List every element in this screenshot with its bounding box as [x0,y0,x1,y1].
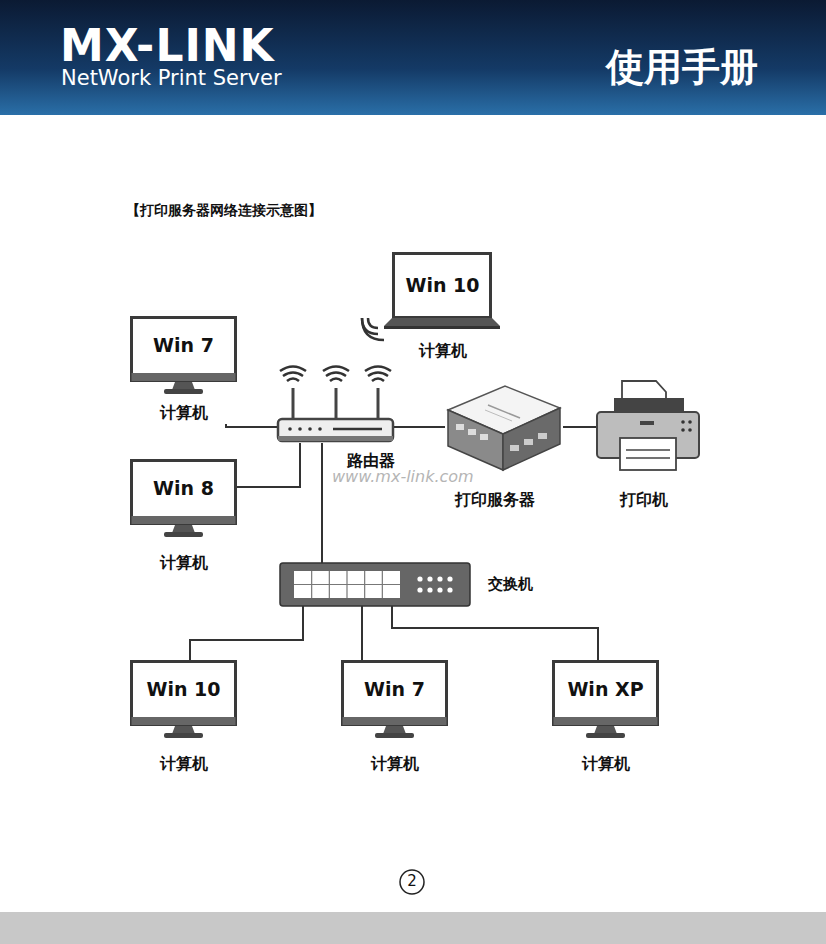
network-cable [563,426,596,428]
computer-node: Win 8 计算机 [130,459,237,574]
monitor-icon [132,318,236,395]
monitor-icon [554,662,658,739]
subtitle-text: NetWork Print Server [61,66,282,90]
screen-text: Win 10 [405,274,479,296]
network-cable [394,426,445,428]
footer-band [0,912,826,944]
logo-text: MX-LINK [60,20,275,71]
header-band [0,0,826,115]
router-node: 路由器 [277,418,394,443]
computer-node: Win 7 计算机 [130,316,237,424]
device-label: 计算机 [582,754,630,775]
manual-title: 使用手册 [606,42,758,93]
printer-node: 打印机 [596,380,700,472]
switch-node: 交换机 [280,563,470,606]
network-cable [321,443,323,563]
screen-text: Win XP [567,678,643,700]
monitor-icon [132,461,236,538]
network-cable [190,606,303,660]
device-label: 计算机 [371,754,419,775]
computer-node: Win 10 计算机 [130,660,237,775]
network-cable [237,443,300,487]
router-icon [278,367,393,442]
device-label: 计算机 [419,341,467,362]
watermark: www.mx-link.com [330,467,476,486]
device-label: 打印服务器 [455,490,535,511]
printer-icon [597,381,699,470]
device-label: 打印机 [620,490,668,511]
screen-text: Win 7 [364,678,425,700]
screen-text: Win 10 [146,678,220,700]
network-cable [392,606,598,660]
computer-node: Win XP 计算机 [552,660,659,775]
device-label: 交换机 [488,575,533,594]
switch-icon [280,563,470,606]
device-label: 计算机 [160,754,208,775]
network-cable [361,606,363,660]
screen-text: Win 8 [153,477,214,499]
monitor-icon [343,662,447,739]
computer-node: Win 7 计算机 [341,660,448,775]
diagram-title: 【打印服务器网络连接示意图】 [126,202,322,220]
page-circle [400,870,424,894]
laptop-icon [362,254,500,341]
print-server-icon [448,386,560,470]
device-label: 计算机 [160,553,208,574]
monitor-icon [132,662,236,739]
device-label: 计算机 [160,403,208,424]
screen-text: Win 7 [153,334,214,356]
device-label: 路由器 [347,451,395,472]
laptop-node: Win 10 计算机 [385,252,500,362]
network-cable [226,424,277,427]
print-server-node: 打印服务器 [445,384,563,472]
page-number: 2 [406,872,418,890]
